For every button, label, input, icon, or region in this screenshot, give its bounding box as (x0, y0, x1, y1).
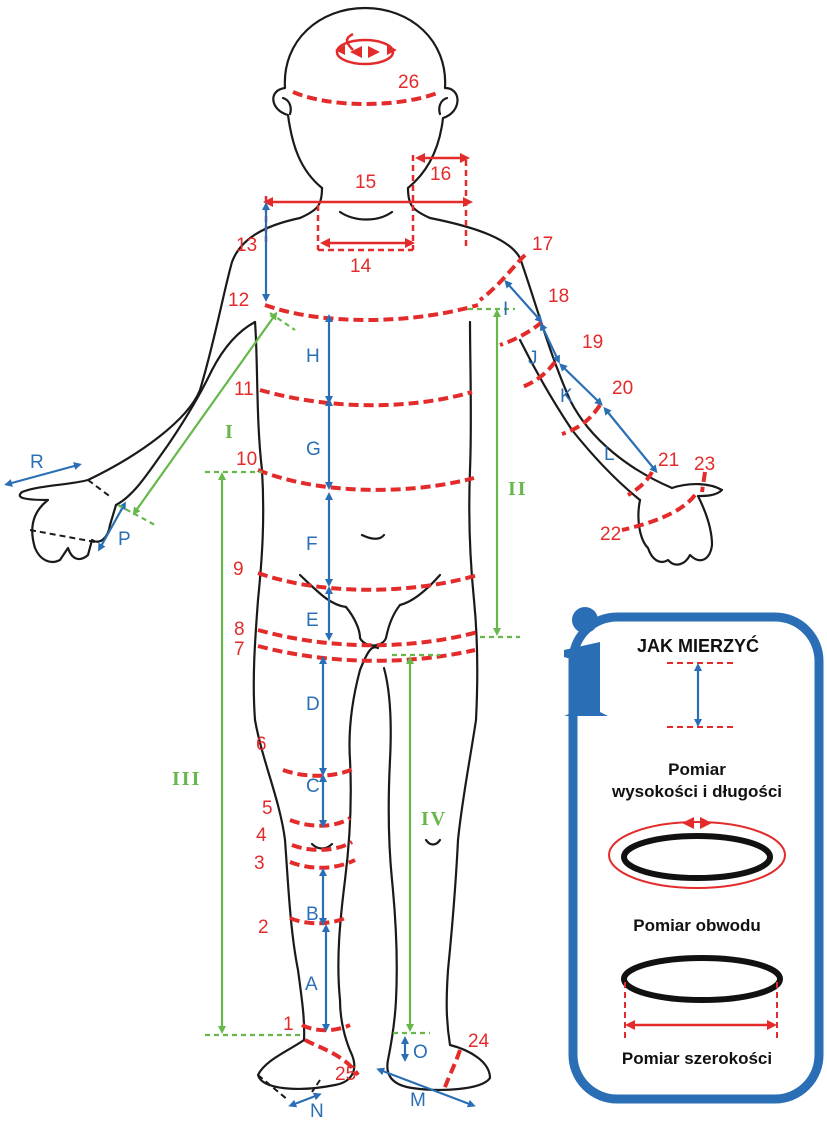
circumference-label: Pomiar obwodu (633, 916, 761, 935)
label-roman-IV: IV (421, 808, 447, 830)
label-21: 21 (658, 450, 679, 471)
label-C: C (306, 776, 320, 797)
label-2: 2 (258, 917, 269, 938)
label-18: 18 (548, 286, 569, 307)
how-to-measure-legend: JAK MIERZYĆ Pomiar wysokości i długości … (564, 607, 819, 1099)
label-roman-I: I (225, 421, 235, 443)
long-length-arrows (118, 309, 520, 1035)
legend-title: JAK MIERZYĆ (637, 635, 759, 656)
label-17: 17 (532, 234, 553, 255)
left-hand-outline (638, 484, 722, 565)
label-25: 25 (335, 1064, 356, 1085)
label-8: 8 (234, 619, 245, 640)
label-10: 10 (236, 449, 257, 470)
torso-outline (88, 218, 300, 480)
label-12: 12 (228, 290, 249, 311)
label-H: H (306, 346, 320, 367)
label-24: 24 (468, 1031, 490, 1052)
head-circumference-icon (337, 40, 393, 64)
head-outline (273, 8, 457, 188)
label-F: F (306, 534, 318, 555)
label-R: R (30, 452, 44, 473)
label-roman-III: III (172, 768, 201, 790)
label-19: 19 (582, 332, 603, 353)
label-P: P (118, 529, 131, 550)
label-roman-II: II (508, 478, 528, 500)
height-label-line1: Pomiar (668, 760, 726, 779)
label-G: G (306, 439, 321, 460)
label-15: 15 (355, 172, 376, 193)
label-L: L (604, 444, 615, 465)
label-20: 20 (612, 378, 633, 399)
label-9: 9 (233, 559, 244, 580)
label-7: 7 (234, 639, 245, 660)
label-O: O (413, 1042, 428, 1063)
label-11: 11 (234, 379, 254, 400)
label-5: 5 (262, 798, 273, 819)
width-label: Pomiar szerokości (622, 1049, 772, 1068)
label-M: M (410, 1090, 426, 1111)
label-I: I (503, 299, 508, 320)
label-6: 6 (256, 734, 267, 755)
label-23: 23 (694, 454, 715, 475)
label-13: 13 (236, 235, 257, 256)
label-3: 3 (254, 853, 265, 874)
right-leg-outline (384, 668, 490, 1090)
label-26: 26 (398, 72, 419, 93)
label-22: 22 (600, 524, 621, 545)
length-arrows (8, 206, 655, 1105)
label-J: J (528, 348, 538, 369)
height-label-line2: wysokości i długości (611, 782, 782, 801)
label-16: 16 (430, 164, 451, 185)
label-K: K (560, 386, 573, 407)
right-hand-outline (20, 480, 116, 562)
label-B: B (306, 904, 319, 925)
label-14: 14 (350, 256, 372, 277)
label-E: E (306, 610, 319, 631)
label-1: 1 (283, 1014, 294, 1035)
label-A: A (305, 974, 318, 995)
label-4: 4 (256, 825, 267, 846)
label-N: N (310, 1101, 324, 1121)
hand-foot-guides (30, 480, 320, 1100)
label-D: D (306, 694, 320, 715)
